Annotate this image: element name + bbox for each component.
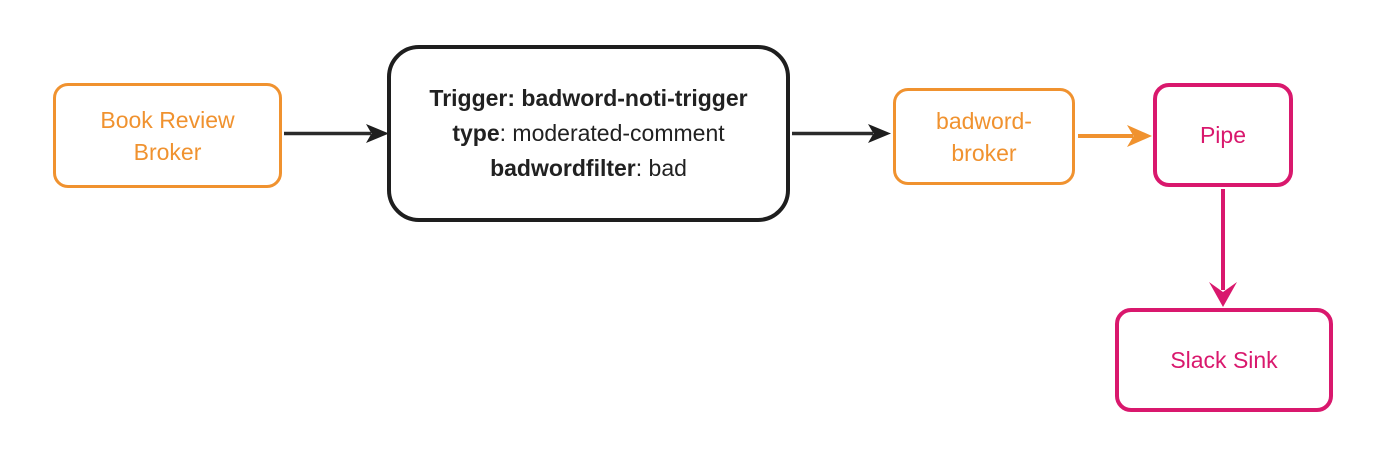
edge-book-review-broker-to-trigger — [284, 124, 389, 143]
edge-pipe-to-slack-sink — [1209, 189, 1237, 307]
node-label: Slack Sink — [1170, 347, 1278, 373]
node-label: broker — [951, 139, 1017, 166]
edge-trigger-to-badword-broker — [792, 124, 891, 143]
arrowhead-right-icon — [868, 124, 891, 143]
node-label: Pipe — [1199, 122, 1247, 148]
node-label: badword- — [936, 107, 1032, 134]
arrowhead-right-icon — [1127, 125, 1152, 147]
node-trigger-badword-noti: Trigger: badword-noti-trigger type: mode… — [387, 45, 790, 222]
node-pipe: Pipe — [1153, 83, 1293, 187]
node-book-review-broker: Book Review Broker — [53, 83, 282, 188]
trigger-name-line: Trigger: badword-noti-trigger — [429, 85, 748, 111]
node-slack-sink: Slack Sink — [1115, 308, 1333, 412]
edge-badword-broker-to-pipe — [1078, 125, 1152, 147]
node-badword-broker: badword- broker — [893, 88, 1075, 185]
node-label: Broker — [133, 138, 202, 165]
arrowhead-right-icon — [366, 124, 389, 143]
node-label: Book Review — [100, 106, 235, 133]
arrowhead-down-icon — [1209, 282, 1237, 307]
trigger-filter-line: badwordfilter: bad — [490, 155, 687, 181]
trigger-type-line: type: moderated-comment — [452, 120, 725, 146]
